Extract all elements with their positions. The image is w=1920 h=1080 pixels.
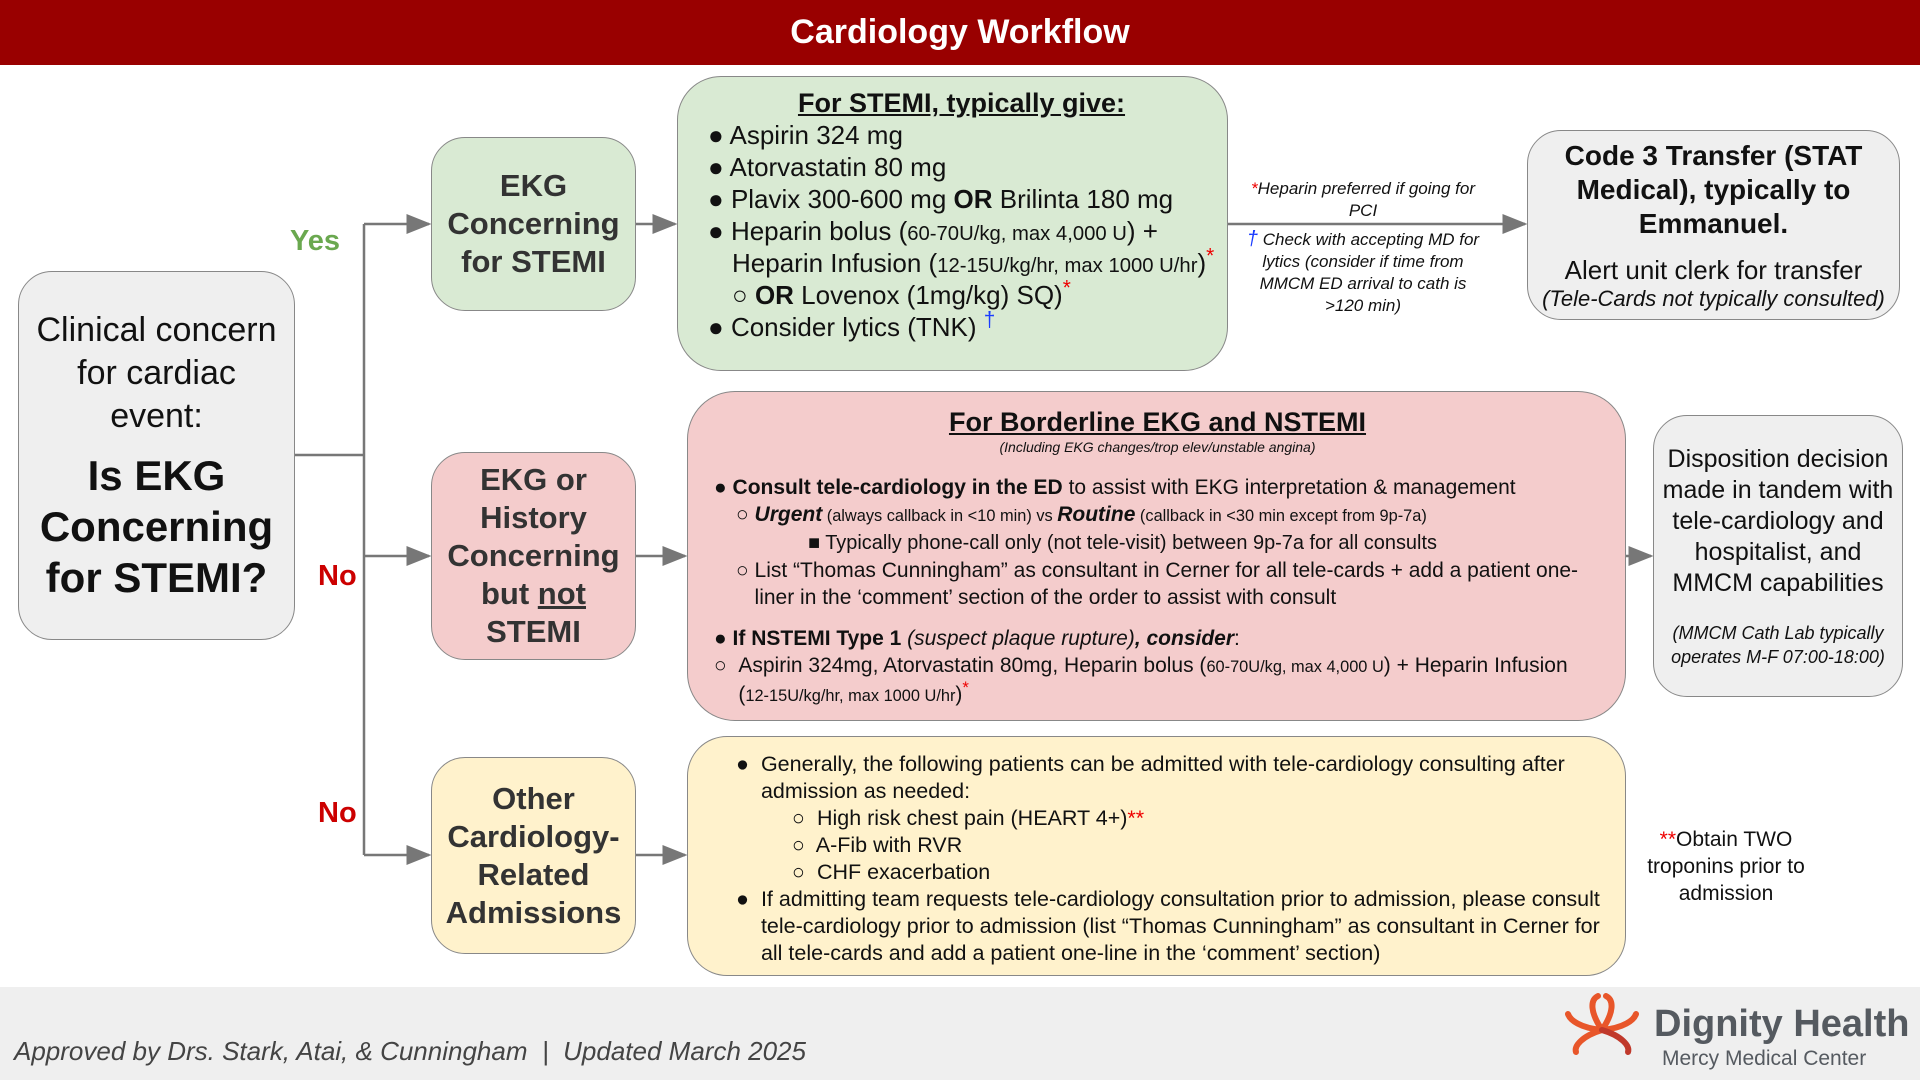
no-label: No <box>318 560 357 592</box>
list-item: ● Consider lytics (TNK) † <box>708 308 996 342</box>
disposition-note: (MMCM Cath Lab typically operates M-F 07… <box>1671 622 1885 667</box>
text: CHF exacerbation <box>816 860 991 884</box>
logo-name: Dignity Health <box>1654 1003 1910 1045</box>
text: A-Fib with RVR <box>815 833 963 857</box>
list-item: ● Heparin bolus (60-70U/kg, max 4,000 U)… <box>708 216 1158 246</box>
med: Heparin Infusion ( <box>732 248 938 278</box>
asterisks: ** <box>1127 806 1145 830</box>
med: Consider lytics (TNK) <box>730 312 984 342</box>
text: Typically phone-call only (not tele-visi… <box>825 532 1437 554</box>
text: (always callback in <10 min) vs <box>822 507 1058 525</box>
list-item: ○ High risk chest pain (HEART 4+)** <box>792 806 1145 830</box>
list-item: ○ OR Lovenox (1mg/kg) SQ)* <box>732 276 1071 310</box>
disposition-text: Disposition decision made in tandem with… <box>1662 444 1894 597</box>
asterisk: * <box>1206 244 1215 268</box>
med: Brilinta 180 mg <box>992 184 1174 214</box>
text: If NSTEMI Type 1 <box>732 627 908 650</box>
text: Urgent <box>754 503 823 526</box>
note: Check with accepting MD for lytics (cons… <box>1259 230 1480 315</box>
node-other-admissions: Other Cardiology-Related Admissions <box>431 757 636 954</box>
approval-text: Approved by Drs. Stark, Atai, & Cunningh… <box>14 1036 806 1066</box>
transfer-note: (Tele-Cards not typically consulted) <box>1542 285 1885 311</box>
footer: Approved by Drs. Stark, Atai, & Cunningh… <box>0 987 1920 1080</box>
dagger: † <box>1246 228 1258 250</box>
list-item: ● Plavix 300-600 mg OR Brilinta 180 mg <box>708 184 1174 214</box>
list-item: ○ A-Fib with RVR <box>792 833 963 857</box>
list-item: ○ List “Thomas Cunningham” as consultant… <box>714 557 1601 611</box>
med: ) <box>1197 248 1207 278</box>
stemi-title: For STEMI, typically give: <box>797 88 1126 118</box>
other-panel: ● Generally, the following patients can … <box>687 736 1626 976</box>
med: Plavix 300-600 mg <box>730 184 954 214</box>
text: ) <box>955 683 963 706</box>
text: (suspect plaque rupture) <box>907 627 1135 650</box>
disposition-node: Disposition decision made in tandem with… <box>1653 415 1903 697</box>
text: Consult tele-cardiology in the ED <box>732 476 1063 499</box>
or: OR <box>953 184 993 214</box>
asterisk: * <box>1251 179 1258 198</box>
text: to assist with EKG interpretation & mana… <box>1062 476 1516 499</box>
node-text-not: not <box>537 576 586 611</box>
note: Obtain TWO troponins prior to admission <box>1647 828 1805 905</box>
list-item: ● Consult tele-cardiology in the ED to a… <box>714 476 1516 499</box>
start-node: Clinical concern for cardiac event: Is E… <box>18 271 295 640</box>
list-item: ○ Urgent (always callback in <10 min) vs… <box>736 503 1427 526</box>
list-item: ■ Typically phone-call only (not tele-vi… <box>808 532 1437 554</box>
node-text: EKG or History Concerning but <box>447 462 620 611</box>
list-item: ● If admitting team requests tele-cardio… <box>736 886 1605 967</box>
text: List “Thomas Cunningham” as consultant i… <box>754 559 1579 609</box>
yes-label: Yes <box>290 225 340 257</box>
list-item: ● Generally, the following patients can … <box>736 751 1605 805</box>
dose: 12-15U/kg/hr, max 1000 U/hr <box>745 687 956 705</box>
transfer-title: Code 3 Transfer (STAT Medical), typicall… <box>1564 139 1863 239</box>
asterisk: * <box>1062 276 1071 300</box>
text: If admitting team requests tele-cardiolo… <box>760 887 1600 965</box>
stemi-panel: For STEMI, typically give: ● Aspirin 324… <box>677 76 1228 371</box>
troponin-note: **Obtain TWO troponins prior to admissio… <box>1638 826 1814 907</box>
dagger: † <box>983 308 996 332</box>
text: , consider <box>1134 627 1235 650</box>
note: Heparin preferred if going for PCI <box>1257 179 1475 220</box>
transfer-alert: Alert unit clerk for transfer <box>1564 254 1863 285</box>
text: Routine <box>1057 503 1136 526</box>
transfer-node: Code 3 Transfer (STAT Medical), typicall… <box>1527 130 1900 320</box>
page-title: Cardiology Workflow <box>0 0 1920 65</box>
text: Generally, the following patients can be… <box>760 752 1565 803</box>
med: Heparin bolus ( <box>730 216 908 246</box>
text: Aspirin 324mg, Atorvastatin 80mg, Hepari… <box>738 654 1207 677</box>
asterisks: ** <box>1659 828 1677 851</box>
text: ) + Heparin Infusion ( <box>738 654 1568 706</box>
med: Aspirin 324 mg <box>729 120 903 150</box>
logo-subtitle: Mercy Medical Center <box>1662 1047 1867 1070</box>
list-item: ● Atorvastatin 80 mg <box>708 152 947 182</box>
text: (callback in <30 min except from 9p-7a) <box>1135 507 1427 525</box>
list-item: ● Aspirin 324 mg <box>708 120 903 150</box>
list-item: Heparin Infusion (12-15U/kg/hr, max 1000… <box>708 244 1215 279</box>
or: OR <box>754 280 794 310</box>
dose: 60-70U/kg, max 4,000 U <box>907 223 1127 245</box>
med: ) + <box>1126 216 1158 246</box>
node-ekg-borderline: EKG or History Concerning but not STEMI <box>431 452 636 660</box>
start-text: Clinical concern for cardiac event: <box>36 310 277 435</box>
dose: 12-15U/kg/hr, max 1000 U/hr <box>937 255 1198 277</box>
med: Atorvastatin 80 mg <box>729 152 947 182</box>
list-item: ● If NSTEMI Type 1 (suspect plaque ruptu… <box>714 627 1240 650</box>
med: Lovenox (1mg/kg) SQ) <box>793 280 1063 310</box>
node-ekg-stemi: EKG Concerning for STEMI <box>431 137 636 311</box>
no-label: No <box>318 797 357 829</box>
dignity-logo-icon <box>1565 993 1639 1055</box>
start-question: Is EKG Concerning for STEMI? <box>39 451 274 601</box>
list-item: ○ Aspirin 324mg, Atorvastatin 80mg, Hepa… <box>714 654 1568 706</box>
stemi-notes: *Heparin preferred if going for PCI † Ch… <box>1240 178 1486 317</box>
text: High risk chest pain (HEART 4+) <box>816 806 1128 830</box>
borderline-panel: For Borderline EKG and NSTEMI (Including… <box>687 391 1626 721</box>
list-item: ○ CHF exacerbation <box>792 860 991 884</box>
borderline-title: For Borderline EKG and NSTEMI <box>948 407 1367 437</box>
borderline-subtitle: (Including EKG changes/trop elev/unstabl… <box>999 439 1316 455</box>
node-text: STEMI <box>486 614 581 649</box>
asterisk: * <box>962 678 969 697</box>
dose: 60-70U/kg, max 4,000 U <box>1206 658 1384 676</box>
